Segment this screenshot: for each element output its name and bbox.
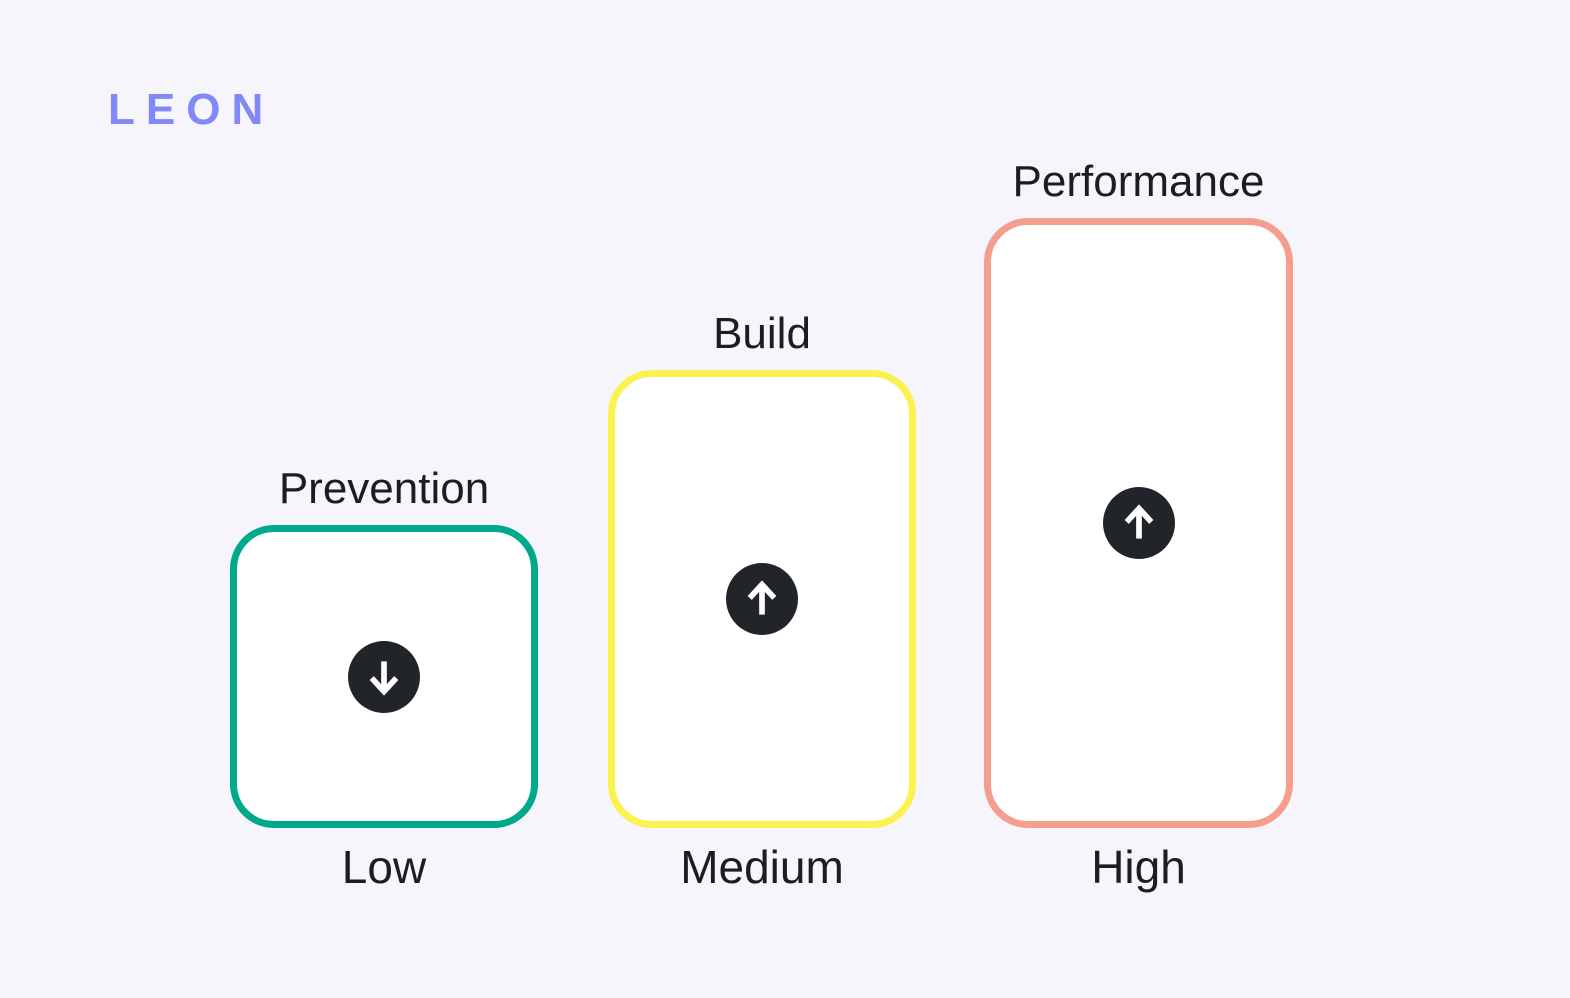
bar-card-performance[interactable] (984, 218, 1293, 828)
bar-group-build: Build Medium (608, 309, 916, 892)
arrow-up-circle-icon (1102, 487, 1175, 559)
bar-value-label-low: Low (341, 841, 427, 893)
arrow-down-circle-icon (348, 640, 420, 713)
bar-card-prevention[interactable] (230, 525, 538, 828)
bar-caption-prevention: Prevention (278, 463, 490, 513)
bar-caption-performance: Performance (1012, 156, 1265, 206)
leon-logo: LEON (108, 85, 275, 134)
bar-card-build[interactable] (608, 370, 916, 828)
bar-value-label-high: High (1091, 841, 1186, 893)
bar-caption-build: Build (713, 308, 811, 358)
bar-group-prevention: Prevention Low (230, 464, 538, 892)
arrow-up-circle-icon (726, 563, 798, 635)
bar-value-label-medium: Medium (680, 841, 844, 893)
bar-group-performance: Performance High (984, 157, 1293, 892)
